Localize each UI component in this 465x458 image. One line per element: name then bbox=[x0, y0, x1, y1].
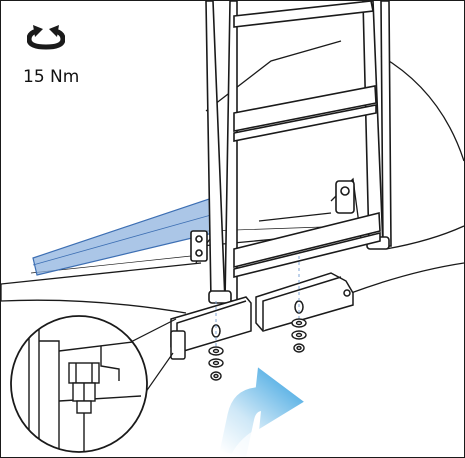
ladder bbox=[190, 1, 392, 304]
insertion-arrow bbox=[219, 367, 304, 457]
magnifier-inset bbox=[10, 315, 177, 453]
highlight-rail bbox=[32, 198, 214, 276]
mounting-bracket bbox=[170, 272, 354, 360]
guide-lines bbox=[215, 256, 300, 346]
torque-value: 15 Nm bbox=[23, 67, 80, 87]
fasteners bbox=[208, 318, 307, 381]
rotate-arrow-icon bbox=[27, 25, 65, 50]
